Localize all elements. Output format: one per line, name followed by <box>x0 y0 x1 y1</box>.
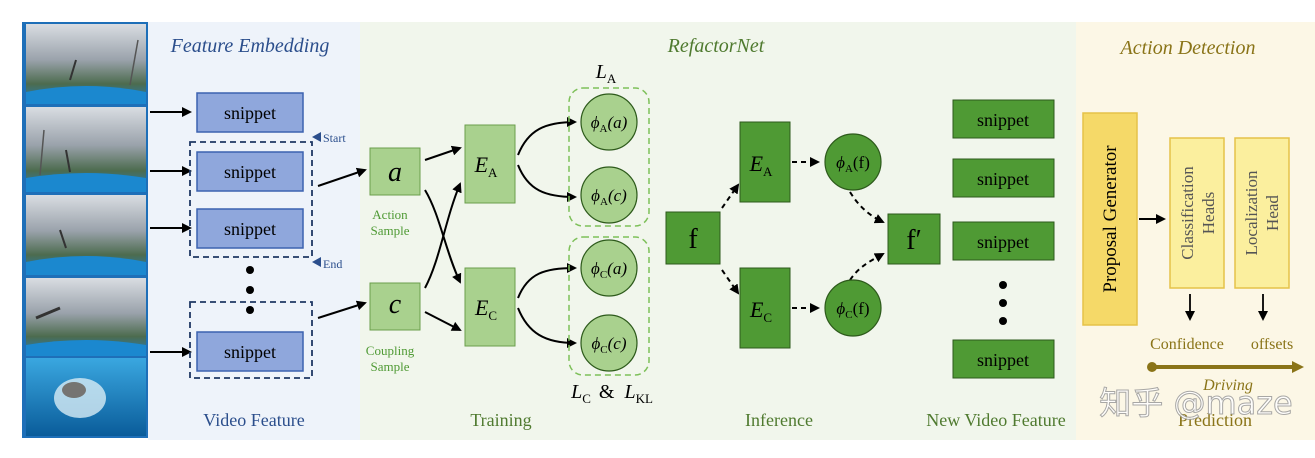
encoder-phi-arrows <box>517 117 577 348</box>
ellipsis-dots <box>999 281 1007 325</box>
svg-text:snippet: snippet <box>224 219 276 239</box>
arrow-to-coupling-sample <box>317 300 367 319</box>
loss-a-label: LA <box>595 61 617 86</box>
video-frames <box>22 22 148 438</box>
svg-text:ϕA(c): ϕA(c) <box>591 186 627 208</box>
loss-c-kl-label: LC&LKL <box>570 381 653 406</box>
loss-a-group <box>568 87 650 227</box>
svg-text:snippet: snippet <box>977 232 1029 252</box>
new-snippet-box: snippet <box>952 99 1055 139</box>
stage-new-video-feature: New Video Feature <box>926 410 1066 430</box>
coupling-sample-box: c <box>369 282 421 331</box>
snippet-box: snippet <box>196 92 304 133</box>
svg-text:Start: Start <box>323 131 346 145</box>
svg-text:snippet: snippet <box>977 350 1029 370</box>
section-title-feature-embedding: Feature Embedding <box>170 35 330 57</box>
svg-text:ϕC(a): ϕC(a) <box>591 259 627 281</box>
driving-arrow <box>1147 361 1304 373</box>
video-frame <box>26 107 146 192</box>
phi-a-of-f: ϕA(f) <box>824 133 882 191</box>
stage-video-feature: Video Feature <box>203 410 304 430</box>
end-marker: End <box>312 257 342 271</box>
svg-text:EC: EC <box>474 295 497 323</box>
ellipsis-dots <box>246 266 254 314</box>
svg-text:EA: EA <box>749 151 773 179</box>
svg-text:Proposal Generator: Proposal Generator <box>1100 145 1121 293</box>
new-snippet-box: snippet <box>952 339 1055 379</box>
svg-text:ϕA(f): ϕA(f) <box>836 153 870 175</box>
phi-c-of-a: ϕC(a) <box>580 239 638 297</box>
offsets-label: offsets <box>1251 336 1293 353</box>
svg-text:snippet: snippet <box>224 162 276 182</box>
watermark-text: 知乎 @maze <box>1099 384 1292 422</box>
segment-dashed-box <box>189 301 313 379</box>
encoder-c-training: EC <box>464 267 516 347</box>
video-frame <box>26 278 146 356</box>
video-frame <box>26 195 146 275</box>
svg-text:snippet: snippet <box>224 342 276 362</box>
svg-text:snippet: snippet <box>977 110 1029 130</box>
svg-text:EC: EC <box>749 297 772 325</box>
snippet-box: snippet <box>196 151 304 192</box>
loss-c-kl-group <box>568 236 650 376</box>
svg-text:EA: EA <box>474 152 498 180</box>
svg-text:snippet: snippet <box>977 169 1029 189</box>
proposal-generator-box: Proposal Generator <box>1082 112 1138 326</box>
sample-encoder-arrows <box>424 145 462 331</box>
stage-prediction: Prediction <box>1178 410 1252 430</box>
arrow-to-action-sample <box>317 167 367 187</box>
encoder-a-inference: EA <box>739 121 791 203</box>
snippet-box: snippet <box>196 331 304 372</box>
svg-text:Localization: Localization <box>1242 170 1261 255</box>
start-marker: Start <box>312 131 346 145</box>
phi-a-of-c: ϕA(c) <box>580 166 638 224</box>
stage-training: Training <box>470 410 531 430</box>
svg-text:Classification: Classification <box>1178 166 1197 260</box>
svg-text:f: f <box>688 224 698 255</box>
driving-label: Driving <box>1202 377 1253 394</box>
segment-dashed-box <box>189 141 313 258</box>
frame-to-snippet-arrows <box>150 107 192 357</box>
classification-heads-box: Classification Heads <box>1169 137 1225 289</box>
svg-text:c: c <box>389 289 402 320</box>
snippet-box: snippet <box>196 208 304 249</box>
feature-f-box: f <box>665 211 721 265</box>
new-snippet-box: snippet <box>952 221 1055 261</box>
svg-text:Heads: Heads <box>1199 192 1218 234</box>
inference-dashed-arrows <box>721 157 885 313</box>
svg-text:a: a <box>388 157 402 188</box>
new-snippet-box: snippet <box>952 158 1055 198</box>
svg-text:f′: f′ <box>906 225 921 256</box>
feature-f-prime-box: f′ <box>887 213 941 265</box>
svg-text:ϕA(a): ϕA(a) <box>591 113 628 135</box>
confidence-label: Confidence <box>1150 336 1224 353</box>
video-frame <box>26 24 146 104</box>
svg-text:ϕC(f): ϕC(f) <box>836 299 869 321</box>
video-frame <box>26 358 146 436</box>
phi-a-of-a: ϕA(a) <box>580 93 638 151</box>
encoder-a-training: EA <box>464 124 516 204</box>
section-title-action-detection: Action Detection <box>1119 37 1256 59</box>
svg-text:Head: Head <box>1263 195 1282 231</box>
encoder-c-inference: EC <box>739 267 791 349</box>
phi-c-of-c: ϕC(c) <box>580 314 638 372</box>
stage-inference: Inference <box>745 410 813 430</box>
phi-c-of-f: ϕC(f) <box>824 279 882 337</box>
svg-text:ϕC(c): ϕC(c) <box>591 334 626 356</box>
svg-text:snippet: snippet <box>224 103 276 123</box>
localization-head-box: Localization Head <box>1234 137 1290 289</box>
action-sample-box: a <box>369 147 421 196</box>
svg-text:End: End <box>323 257 342 271</box>
section-title-refactornet: RefactorNet <box>667 35 765 57</box>
